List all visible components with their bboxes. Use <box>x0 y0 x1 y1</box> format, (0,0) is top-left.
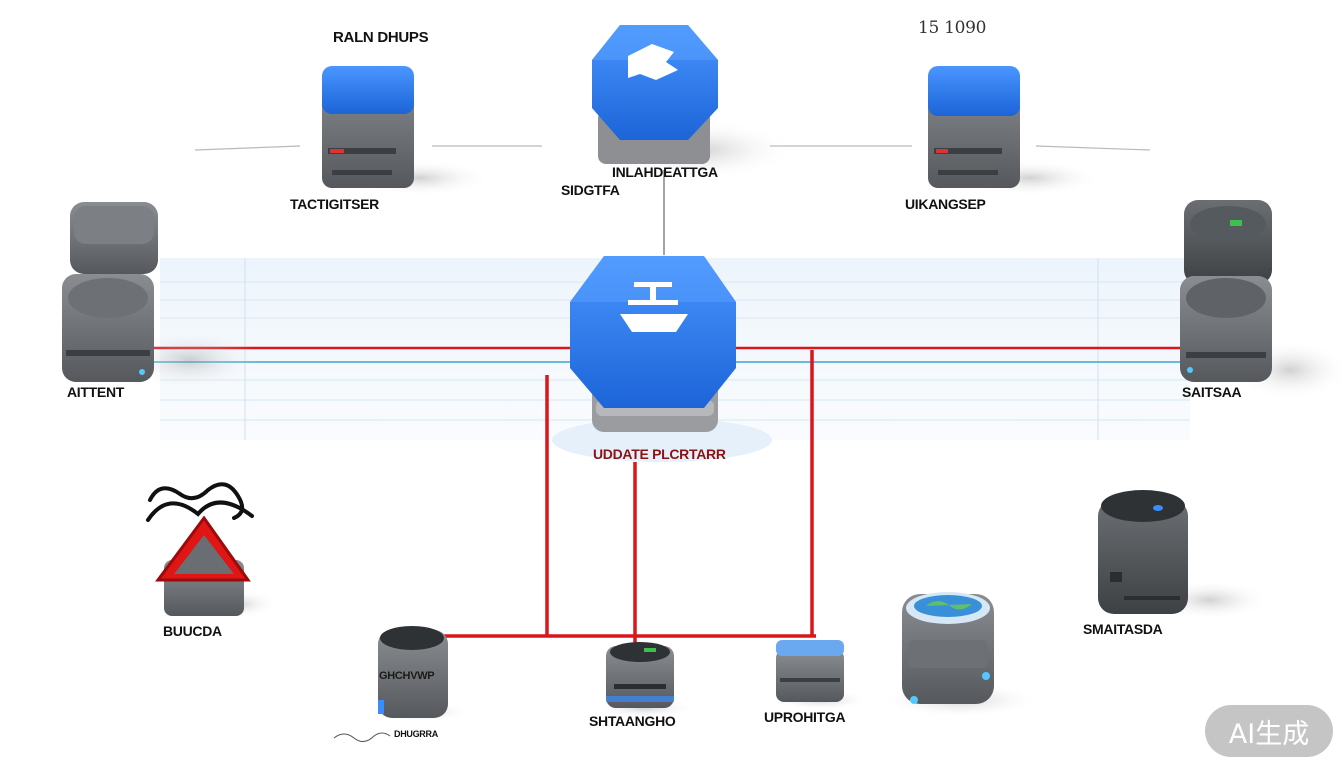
server-top-left[interactable] <box>322 66 490 196</box>
globe-hexagon-icon <box>628 44 678 80</box>
label-hub: UDDATE PLCRTARR <box>593 446 726 462</box>
label-bottom-2: SHTAANGHO <box>589 713 676 729</box>
top-right-number: 15 1090 <box>918 18 987 38</box>
main-hub[interactable] <box>552 256 772 462</box>
device-bottom-2[interactable] <box>595 642 695 718</box>
label-hazard-node: BUUCDA <box>163 623 222 639</box>
device-right-low[interactable] <box>1098 490 1270 620</box>
top-left-title: RALN DHUPS <box>333 29 429 46</box>
router-left-stack[interactable] <box>62 202 260 390</box>
scribble-icon <box>146 482 254 522</box>
warning-triangle-icon <box>155 515 251 582</box>
label-bottom-1-face: GHCHVWP <box>379 670 435 682</box>
label-bottom-1: DHUGRRA <box>394 729 438 739</box>
label-node-left: AITTENT <box>67 384 125 400</box>
label-node-top-left: TACTIGITSER <box>290 196 379 212</box>
router-right-stack[interactable] <box>1180 200 1344 400</box>
label-bottom-3: UPROHITGA <box>764 709 846 725</box>
server-top-right[interactable] <box>928 66 1100 196</box>
label-node-right-low: SMAITASDA <box>1083 621 1163 637</box>
device-bottom-3[interactable] <box>770 640 870 710</box>
top-hub[interactable] <box>592 25 795 180</box>
label-node-right: SAITSAA <box>1182 384 1242 400</box>
device-bottom-camera[interactable] <box>880 592 1040 718</box>
label-node-top-right: UIKANGSEP <box>905 196 986 212</box>
device-bottom-1[interactable] <box>333 626 470 742</box>
label-node-top-center-a: SIDGTFA <box>561 182 620 198</box>
ai-generated-watermark: AI生成 <box>1205 705 1333 757</box>
label-node-top-center-b: INLAHDEATTGA <box>612 164 718 180</box>
network-hexagon-icon <box>620 282 688 332</box>
hazard-node[interactable] <box>146 482 278 618</box>
